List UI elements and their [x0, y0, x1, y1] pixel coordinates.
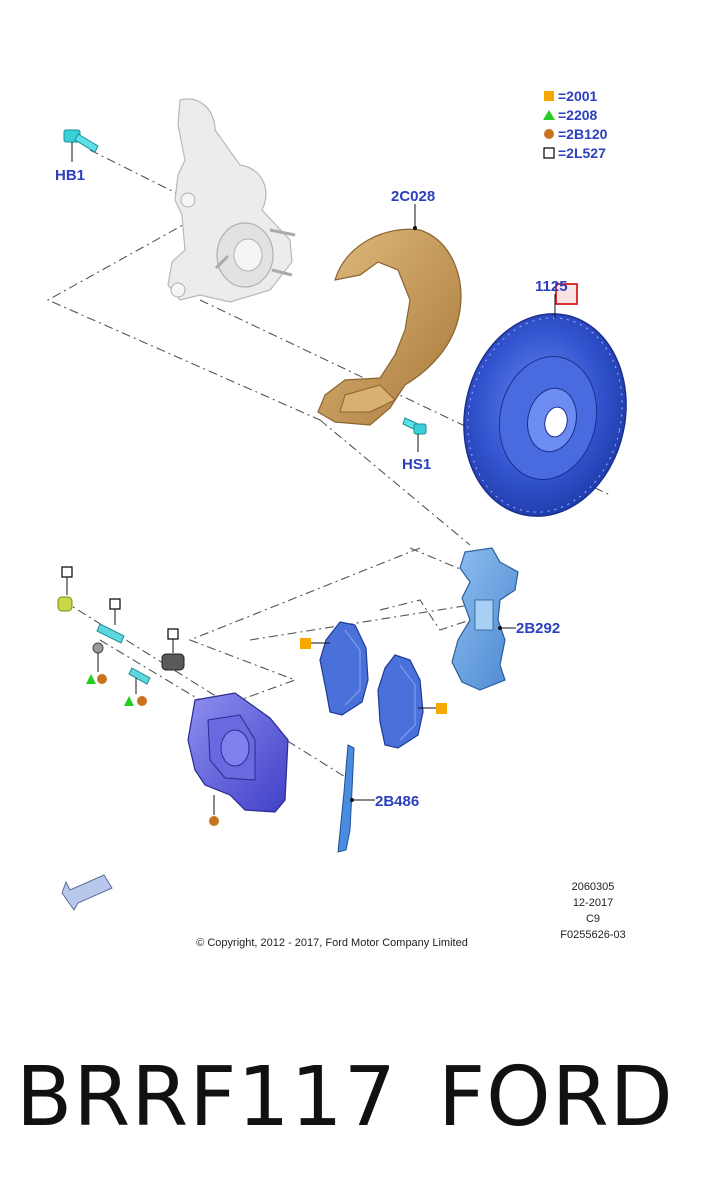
- caliper-bracket-2b292: 2B292: [451, 547, 560, 691]
- outline-square-icon: [109, 598, 121, 610]
- legend-item-2208: =2208: [543, 107, 598, 123]
- legend-code: =2B120: [558, 126, 608, 142]
- copyright-notice: © Copyright, 2012 - 2017, Ford Motor Com…: [196, 937, 468, 949]
- triangle-icon: [543, 110, 555, 120]
- drawing-number: 2060305: [572, 881, 615, 893]
- drawing-info: 2060305 12-2017 C9 F0255626-03: [560, 881, 625, 941]
- guide-pin-short: [128, 667, 151, 685]
- brake-pad-inner: [300, 621, 369, 716]
- legend-code: =2001: [558, 88, 598, 104]
- legend: =2001 =2208 =2B120 =2L527: [543, 88, 608, 161]
- circle-icon: [97, 674, 107, 684]
- highlight-square-icon: [555, 283, 578, 305]
- part-label-1125: 1125: [535, 278, 568, 295]
- legend-item-2001: =2001: [544, 88, 598, 104]
- guide-pin-kit: [57, 566, 185, 706]
- outline-square-icon: [61, 566, 73, 578]
- part-label-2b486: 2B486: [375, 793, 419, 810]
- circle-icon: [137, 696, 147, 706]
- steering-knuckle: [167, 98, 296, 303]
- part-label-2c028: 2C028: [391, 188, 435, 205]
- outline-square-icon: [543, 147, 555, 159]
- triangle-icon: [86, 674, 96, 684]
- bleed-screw: [92, 642, 104, 654]
- bolt-hs1: HS1: [402, 417, 431, 473]
- brake-disc-1125: 1125: [463, 278, 627, 517]
- dust-boot: [57, 596, 73, 612]
- guide-bushing: [161, 653, 185, 671]
- part-label-hb1: HB1: [55, 167, 85, 184]
- brand-name: FORD: [438, 1050, 674, 1145]
- circle-icon: [544, 129, 554, 139]
- brake-caliper: [187, 692, 289, 826]
- exploded-parts-diagram: =2001 =2208 =2B120 =2L527 HB1: [46, 88, 627, 949]
- filled-square-icon: [544, 91, 554, 101]
- legend-code: =2L527: [558, 145, 606, 161]
- guide-pin: [96, 623, 125, 644]
- part-label-2b292: 2B292: [516, 620, 560, 637]
- triangle-icon: [124, 696, 134, 706]
- part-number: BRRF117: [16, 1050, 397, 1145]
- circle-icon: [209, 816, 219, 826]
- part-label-hs1: HS1: [402, 456, 431, 473]
- brake-pad-outer: [377, 654, 447, 749]
- drawing-revision: C9: [586, 913, 600, 925]
- legend-code: =2208: [558, 107, 598, 123]
- outline-square-icon: [167, 628, 179, 640]
- splash-shield-2c028: 2C028: [317, 188, 462, 426]
- front-direction-arrow-icon: [61, 874, 113, 911]
- product-caption: BRRF117 FORD: [0, 1048, 708, 1158]
- legend-item-2b120: =2B120: [544, 126, 608, 142]
- filled-square-icon: [436, 703, 447, 714]
- legend-item-2l527: =2L527: [543, 145, 606, 161]
- drawing-reference: F0255626-03: [560, 929, 625, 941]
- drawing-date: 12-2017: [573, 897, 613, 909]
- filled-square-icon: [300, 638, 311, 649]
- bolt-hb1: HB1: [55, 129, 99, 184]
- anti-rattle-clip-2b486: 2B486: [337, 744, 419, 853]
